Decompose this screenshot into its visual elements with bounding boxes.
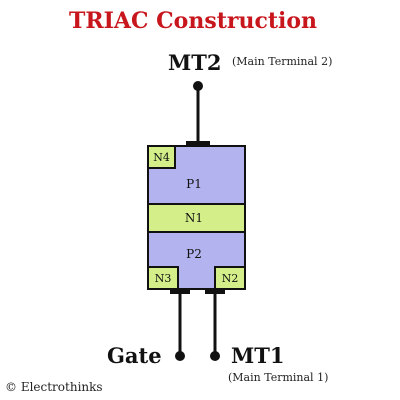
n3-region bbox=[147, 266, 179, 290]
n4-region bbox=[147, 145, 176, 169]
diagram-title: TRIAC Construction bbox=[69, 8, 317, 34]
gate-terminal-dot bbox=[175, 351, 185, 361]
n2-region bbox=[214, 266, 246, 290]
gate-contact bbox=[170, 289, 190, 294]
mt1-description: (Main Terminal 1) bbox=[228, 371, 328, 384]
n4-label: N4 bbox=[153, 151, 170, 164]
mt2-description: (Main Terminal 2) bbox=[232, 55, 332, 68]
n1-region bbox=[147, 203, 246, 233]
p1-label: P1 bbox=[186, 177, 202, 191]
mt2-label: MT2 bbox=[168, 50, 221, 75]
mt1-terminal-dot bbox=[210, 351, 220, 361]
n1-label: N1 bbox=[185, 211, 203, 225]
mt2-contact bbox=[186, 141, 210, 146]
mt1-label: MT1 bbox=[231, 343, 284, 368]
n2-label: N2 bbox=[222, 272, 239, 285]
n3-label: N3 bbox=[155, 272, 172, 285]
gate-label: Gate bbox=[107, 343, 162, 368]
mt1-contact bbox=[205, 289, 225, 294]
p2-label: P2 bbox=[186, 247, 202, 261]
copyright-text: © Electrothinks bbox=[5, 380, 103, 394]
